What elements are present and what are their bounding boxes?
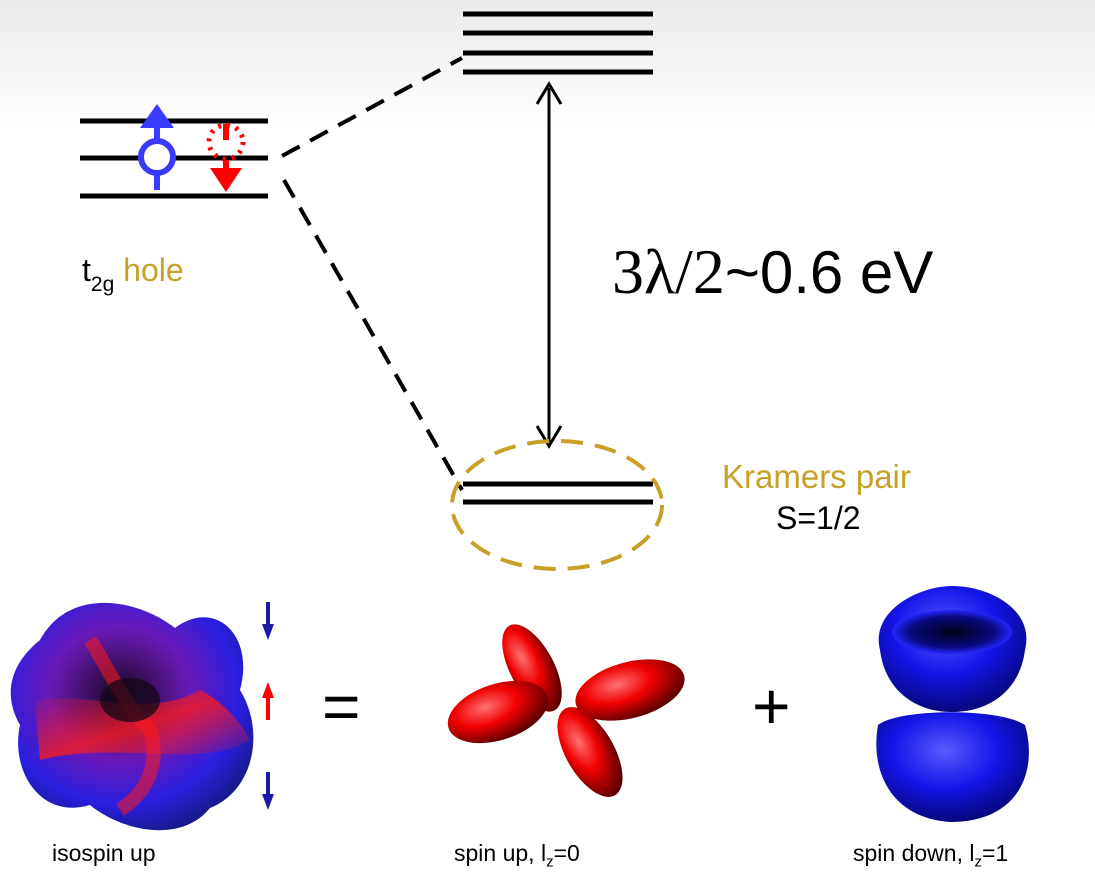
energy-value: ~0.6 eV xyxy=(724,239,934,306)
kramers-levels xyxy=(463,481,653,505)
spin-down-caption-sub: z xyxy=(974,853,982,871)
spin-up-caption-text: spin up, l xyxy=(454,840,547,866)
level-connectors xyxy=(281,56,464,491)
t2g-subscript: 2g xyxy=(90,273,115,296)
isospin-spin-arrows-icon xyxy=(262,602,274,810)
plus-sign: + xyxy=(752,669,791,743)
spin-up-caption-value: =0 xyxy=(553,840,580,866)
hole-label: hole xyxy=(123,252,184,288)
t2g-hole-label: t2g hole xyxy=(82,252,184,296)
spin-down-caption: spin down, lz=1 xyxy=(853,840,1008,871)
spin-down-hole-icon xyxy=(206,122,246,192)
spin-down-caption-value: =1 xyxy=(981,840,1009,866)
t2g-symbol: t xyxy=(82,252,91,288)
equals-sign: = xyxy=(322,669,361,743)
isospin-up-caption: isospin up xyxy=(52,840,156,866)
kramers-pair-label: Kramers pair xyxy=(722,458,911,495)
spin-half-label: S=1/2 xyxy=(776,500,861,536)
spin-down-orbital-image xyxy=(876,586,1029,822)
spin-down-caption-text: spin down, l xyxy=(853,840,975,866)
kramers-ellipse xyxy=(450,439,664,571)
spin-up-caption-sub: z xyxy=(546,853,554,871)
isospin-orbital-image xyxy=(10,602,254,831)
spin-up-electron-icon xyxy=(138,104,176,190)
spin-up-orbital-image xyxy=(447,624,685,797)
energy-symbol: 3λ/2 xyxy=(612,236,725,307)
energy-gap-arrow xyxy=(535,81,563,449)
energy-gap-label: 3λ/2~0.6 eV xyxy=(612,235,933,309)
upper-levels xyxy=(463,11,653,75)
spin-up-caption: spin up, lz=0 xyxy=(454,840,580,871)
